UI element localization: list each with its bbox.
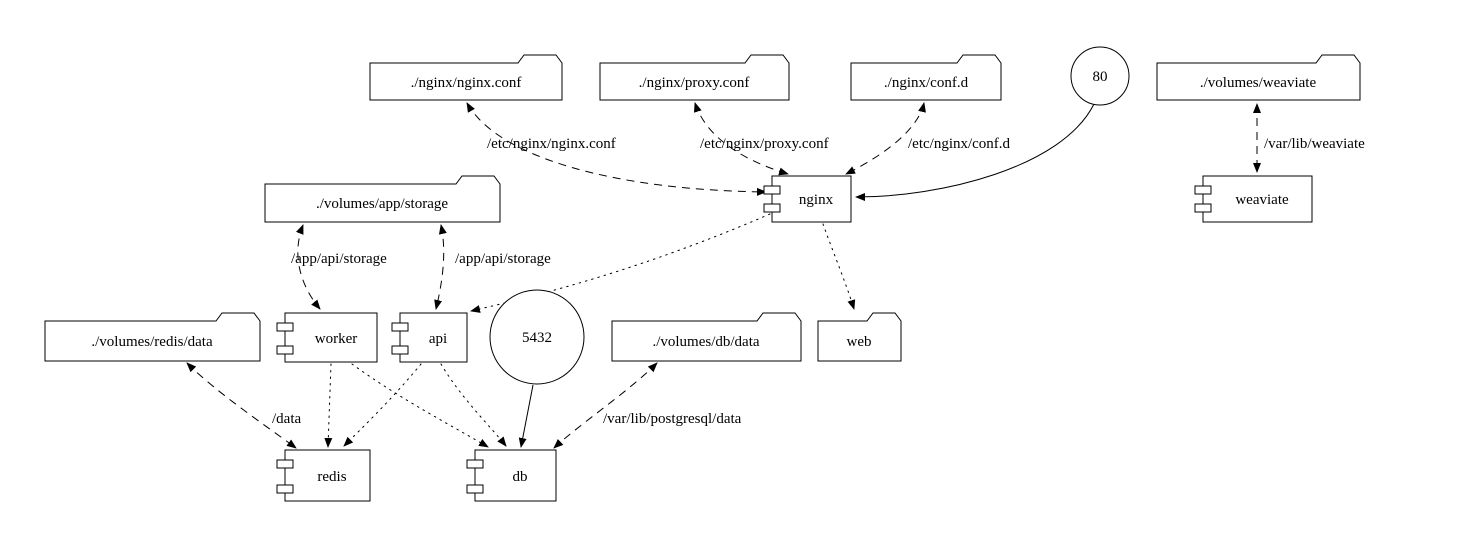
component-tab-icon	[391, 322, 409, 332]
folder-icon	[611, 312, 802, 362]
port-label: 80	[1093, 69, 1108, 85]
component-tab-icon	[763, 203, 781, 213]
edge-mount-proxy-conf	[693, 102, 789, 176]
folder-icon	[264, 175, 501, 223]
folder-icon	[850, 54, 1002, 101]
component-tab-icon	[466, 459, 484, 469]
mount-label-redis-data: /data	[272, 411, 301, 427]
edge-port-5432-db	[518, 384, 534, 448]
volume-label: ./nginx/conf.d	[884, 75, 969, 91]
port-node-80: 80	[1070, 46, 1130, 106]
edge-mount-worker-storage	[295, 224, 321, 310]
edge-port-80-nginx	[855, 103, 1095, 201]
volume-label: ./volumes/app/storage	[316, 196, 448, 212]
edge-mount-api-storage	[434, 224, 447, 310]
port-node-5432: 5432	[489, 289, 585, 385]
volume-label: ./volumes/redis/data	[91, 334, 213, 350]
mount-label-nginx-conf: /etc/nginx/nginx.conf	[487, 136, 616, 152]
service-label: api	[429, 331, 447, 347]
mount-label-worker-storage: /app/api/storage	[291, 251, 387, 267]
component-tab-icon	[276, 345, 294, 355]
service-node-api: api	[391, 312, 468, 363]
mount-label-conf-d: /etc/nginx/conf.d	[908, 136, 1011, 152]
component-tab-icon	[1194, 185, 1212, 195]
folder-icon	[817, 312, 902, 362]
edge-dep-worker-redis	[324, 363, 333, 448]
component-tab-icon	[276, 484, 294, 494]
service-label: redis	[317, 469, 346, 485]
component-box	[474, 449, 557, 502]
service-node-nginx: nginx	[763, 175, 852, 223]
folder-icon	[1156, 54, 1361, 101]
folder-icon	[44, 312, 261, 362]
volume-node-redis-data: ./volumes/redis/data	[44, 312, 261, 362]
volume-node-proxy-conf: ./nginx/proxy.conf	[599, 54, 790, 101]
edge-labels: /etc/nginx/nginx.conf /etc/nginx/proxy.c…	[272, 136, 1365, 427]
service-node-redis: redis	[276, 449, 371, 502]
mount-label-api-storage: /app/api/storage	[455, 251, 551, 267]
volume-node-web: web	[817, 312, 902, 362]
port-circle-icon	[489, 289, 585, 385]
service-node-db: db	[466, 449, 557, 502]
volume-node-conf-d: ./nginx/conf.d	[850, 54, 1002, 101]
volume-label: ./nginx/proxy.conf	[639, 75, 750, 91]
edge-dep-worker-db	[351, 363, 489, 448]
edge-dep-nginx-web	[822, 223, 856, 310]
component-box	[771, 175, 852, 223]
volume-node-app-storage: ./volumes/app/storage	[264, 175, 501, 223]
mount-label-db-data: /var/lib/postgresql/data	[603, 411, 742, 427]
component-box	[284, 312, 378, 363]
edge-mount-db-data	[553, 362, 658, 449]
volume-label: ./nginx/nginx.conf	[411, 75, 522, 91]
mount-label-weaviate: /var/lib/weaviate	[1264, 136, 1365, 152]
volume-label: web	[847, 334, 872, 350]
service-label: worker	[315, 331, 357, 347]
component-box	[399, 312, 468, 363]
service-label: weaviate	[1235, 192, 1289, 208]
service-node-worker: worker	[276, 312, 378, 363]
component-tab-icon	[763, 185, 781, 195]
volume-node-nginx-conf: ./nginx/nginx.conf	[369, 54, 563, 101]
folder-icon	[369, 54, 563, 101]
component-box	[284, 449, 371, 502]
edge-mount-redis-data	[186, 362, 297, 449]
edges	[186, 102, 1261, 449]
component-tab-icon	[1194, 203, 1212, 213]
volume-label: ./volumes/weaviate	[1200, 75, 1317, 91]
component-tab-icon	[276, 322, 294, 332]
component-tab-icon	[391, 345, 409, 355]
volume-label: ./volumes/db/data	[652, 334, 759, 350]
service-label: nginx	[799, 192, 834, 208]
volume-node-db-data: ./volumes/db/data	[611, 312, 802, 362]
port-circle-icon	[1070, 46, 1130, 106]
component-tab-icon	[276, 459, 294, 469]
volume-node-weaviate: ./volumes/weaviate	[1156, 54, 1361, 101]
edge-dep-api-redis	[343, 363, 422, 447]
component-tab-icon	[466, 484, 484, 494]
service-node-weaviate: weaviate	[1194, 175, 1313, 223]
folder-icon	[599, 54, 790, 101]
port-label: 5432	[522, 330, 552, 346]
component-box	[1202, 175, 1313, 223]
mount-label-proxy-conf: /etc/nginx/proxy.conf	[700, 136, 829, 152]
service-label: db	[513, 469, 528, 485]
edge-dep-api-db	[440, 363, 507, 447]
